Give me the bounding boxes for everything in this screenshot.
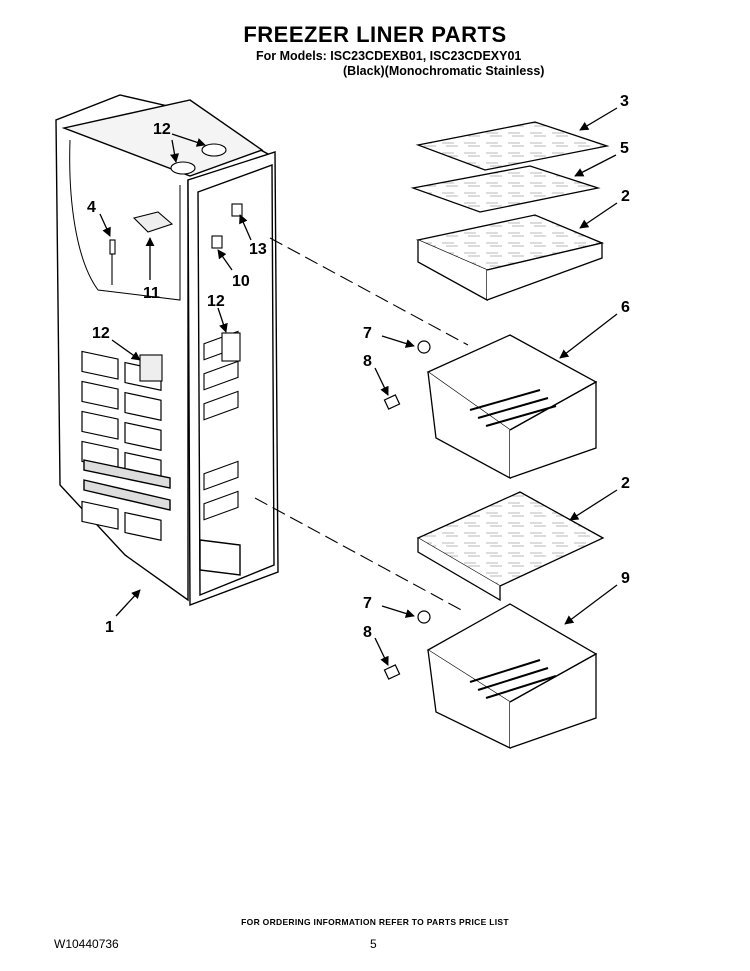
callout-11: 11 bbox=[143, 285, 160, 302]
shelf-assembly-2-top bbox=[415, 214, 605, 302]
callout-9: 9 bbox=[621, 570, 630, 587]
glass-shelf-3 bbox=[415, 121, 610, 171]
callout-2: 2 bbox=[621, 188, 630, 205]
glass-shelf-5 bbox=[410, 165, 601, 213]
liner-components bbox=[109, 143, 243, 382]
freezer-liner bbox=[55, 94, 279, 607]
page-title: FREEZER LINER PARTS bbox=[243, 22, 507, 47]
callout-5: 5 bbox=[620, 140, 629, 157]
callout-7: 7 bbox=[363, 325, 372, 342]
drawer-hardware bbox=[383, 340, 431, 680]
callout-3: 3 bbox=[620, 93, 629, 110]
callout-4: 4 bbox=[87, 199, 96, 216]
page-number: 5 bbox=[370, 937, 377, 951]
drawer-6 bbox=[426, 334, 598, 480]
model-variant: (Black)(Monochromatic Stainless) bbox=[343, 64, 545, 78]
callout-10: 10 bbox=[232, 273, 250, 290]
callout-12: 12 bbox=[207, 293, 225, 310]
guide-lines bbox=[254, 237, 469, 613]
drawer-9 bbox=[426, 603, 598, 750]
model-list: For Models: ISC23CDEXB01, ISC23CDEXY01 bbox=[256, 49, 522, 63]
ordering-note: FOR ORDERING INFORMATION REFER TO PARTS … bbox=[241, 917, 509, 927]
callout-13: 13 bbox=[249, 241, 267, 258]
callout-1: 1 bbox=[105, 619, 114, 636]
document-number: W10440736 bbox=[54, 937, 119, 951]
shelf-assembly-2-bottom bbox=[416, 491, 605, 602]
callout-2: 2 bbox=[621, 475, 630, 492]
callout-7: 7 bbox=[363, 595, 372, 612]
callout-8: 8 bbox=[363, 624, 372, 641]
leader-arrows bbox=[99, 107, 618, 666]
callout-6: 6 bbox=[621, 299, 630, 316]
callout-8: 8 bbox=[363, 353, 372, 370]
callout-labels: 3 5 2 6 7 8 2 9 7 8 12 4 11 13 10 12 12 … bbox=[87, 93, 630, 641]
callout-12: 12 bbox=[153, 121, 171, 138]
callout-12: 12 bbox=[92, 325, 110, 342]
